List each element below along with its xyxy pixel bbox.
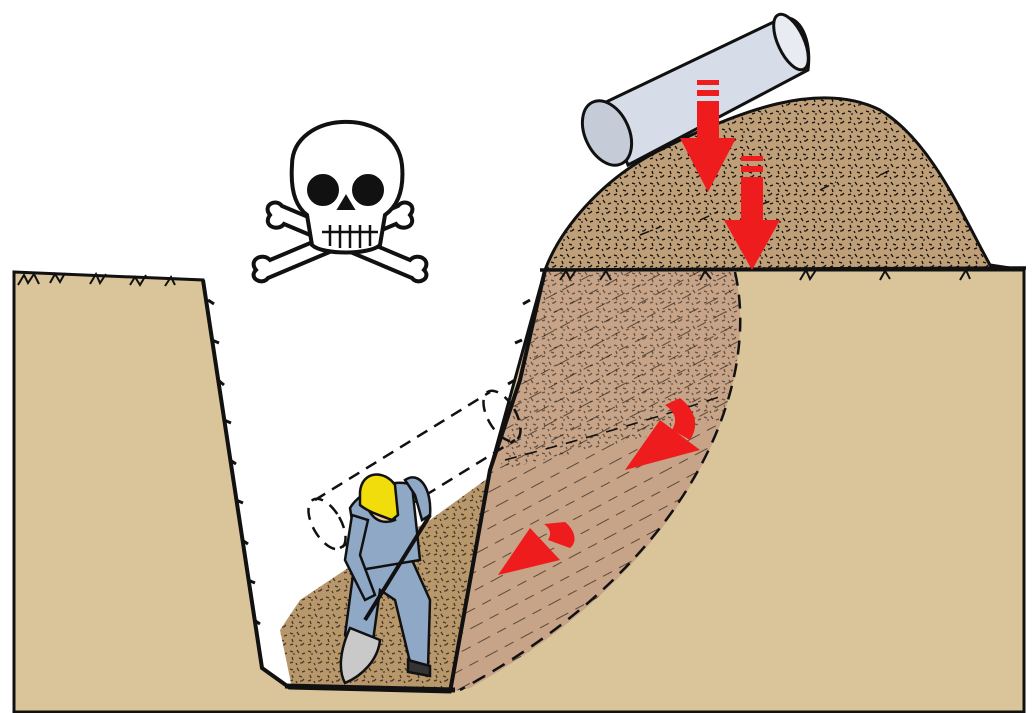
slide-arrow-lower <box>498 522 575 575</box>
failure-wedge-outline <box>459 271 742 692</box>
surface-grass-left <box>17 271 176 287</box>
trench-left-wall <box>201 279 292 690</box>
trench-floor <box>284 683 456 693</box>
worker-with-shovel <box>339 473 432 685</box>
worker-arm-left <box>343 513 377 602</box>
load-arrow-1 <box>680 80 736 192</box>
trench-right-wall <box>448 269 547 693</box>
shovel-handle <box>363 513 432 622</box>
hard-hat-icon <box>358 473 400 522</box>
worker-arm-right <box>403 476 432 522</box>
shovel-blade <box>339 626 382 685</box>
slide-arrow-upper <box>625 398 700 470</box>
load-arrow-2 <box>724 156 780 270</box>
skull-and-crossbones-icon <box>251 119 429 284</box>
ground-line <box>539 266 1027 272</box>
